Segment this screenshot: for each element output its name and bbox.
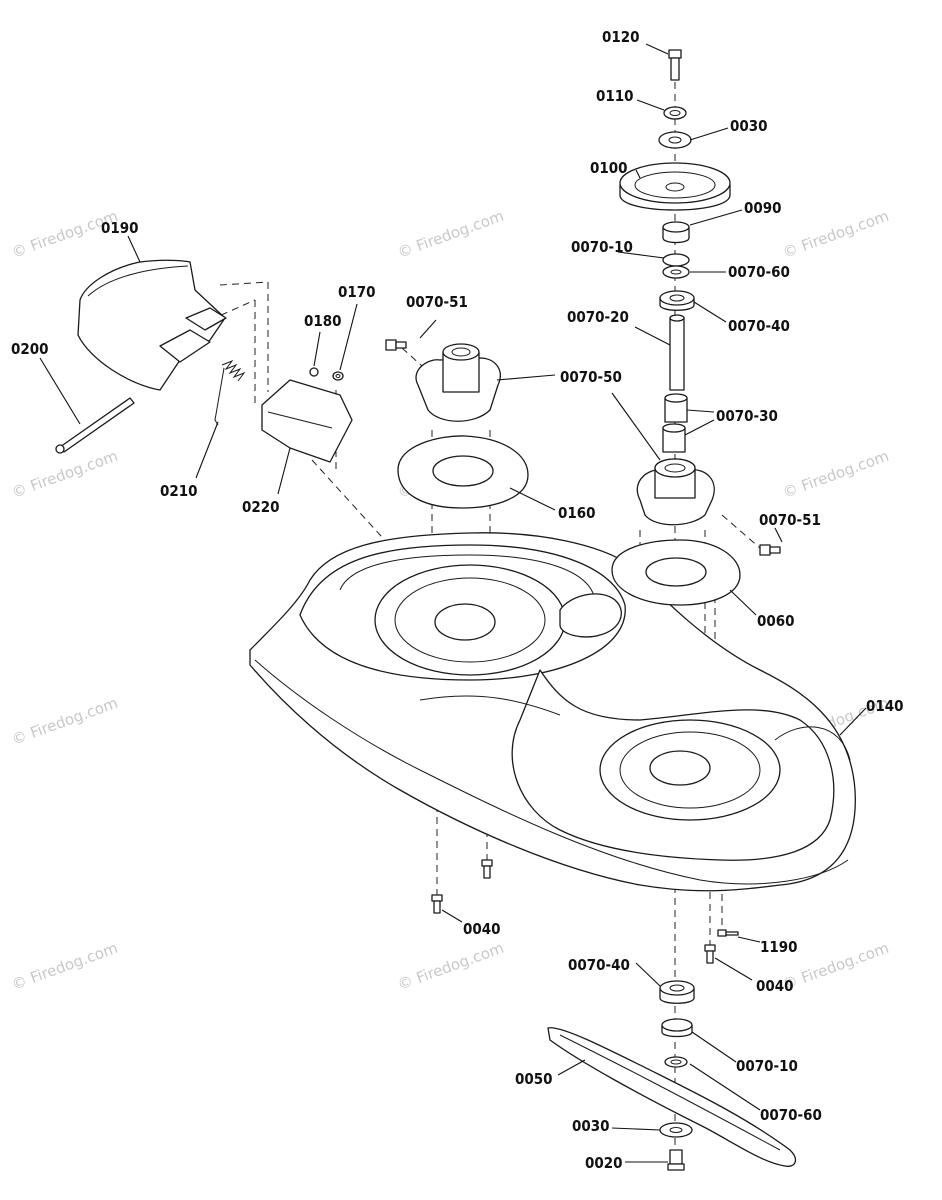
label-0120: 0120	[602, 28, 640, 46]
discharge-chute-0190	[77, 259, 227, 391]
label-0070-30: 0070-30	[716, 407, 778, 425]
washer-0110	[663, 106, 687, 120]
washer-0030-bottom	[659, 1122, 693, 1138]
rod-0200	[55, 397, 135, 454]
label-0070-10-bottom: 0070-10	[736, 1057, 798, 1075]
label-0160: 0160	[558, 504, 596, 522]
washer-0070-60-bottom	[664, 1056, 688, 1068]
ring-0180	[309, 367, 319, 377]
label-0070-10-top: 0070-10	[571, 238, 633, 256]
watermark: © Firedog.com	[780, 447, 891, 502]
deck-bolts	[431, 859, 739, 964]
spacer-0090	[662, 221, 690, 244]
label-0060: 0060	[757, 612, 795, 630]
label-0070-40-top: 0070-40	[728, 317, 790, 335]
spindle-housing-right	[636, 458, 715, 526]
label-0030-bottom: 0030	[572, 1117, 610, 1135]
label-0070-60-top: 0070-60	[728, 263, 790, 281]
part-labels: 0120 0110 0030 0100 0090 0070-10 0070-60…	[11, 28, 904, 1172]
screw-0070-51-left	[385, 339, 407, 351]
bolt-0020	[667, 1149, 685, 1171]
label-0070-50: 0070-50	[560, 368, 622, 386]
left-spindle	[385, 339, 781, 556]
seal-0070-10	[662, 253, 690, 267]
shaft-0070-20	[669, 314, 685, 391]
spindle-housing-left	[415, 343, 501, 422]
washer-0070-60	[662, 265, 690, 279]
label-0140: 0140	[866, 697, 904, 715]
label-0220: 0220	[242, 498, 280, 516]
lower-spindle-parts	[547, 980, 797, 1171]
bolt-0040-upper	[481, 859, 493, 879]
bearing-0070-40-top	[659, 290, 695, 311]
washer-0030-top	[658, 131, 692, 149]
label-0110: 0110	[596, 87, 634, 105]
label-1190: 1190	[760, 938, 798, 956]
seal-0070-10-bottom	[661, 1018, 693, 1038]
watermark: © Firedog.com	[9, 447, 120, 502]
watermark: © Firedog.com	[9, 694, 120, 749]
chute-assembly	[55, 259, 353, 463]
right-spindle-stack	[611, 49, 741, 606]
label-0070-40-bottom: 0070-40	[568, 956, 630, 974]
bolt-0040-left	[431, 894, 443, 914]
gasket-plate-0060	[611, 539, 741, 606]
watermark: © Firedog.com	[395, 939, 506, 994]
leader-lines	[39, 43, 867, 1163]
label-0070-51-left: 0070-51	[406, 293, 468, 311]
gasket-plate-0160	[397, 435, 529, 509]
watermark: © Firedog.com	[780, 207, 891, 262]
label-0190: 0190	[101, 219, 139, 237]
watermark: © Firedog.com	[395, 207, 506, 262]
label-0070-60-bottom: 0070-60	[760, 1106, 822, 1124]
blade-0050	[547, 1027, 797, 1167]
mower-deck-0140	[249, 532, 856, 892]
label-0030-top: 0030	[730, 117, 768, 135]
bolt-0040-right	[704, 944, 716, 964]
spring-0210	[214, 359, 246, 426]
bearing-0070-40-bottom	[659, 980, 695, 1004]
bracket-0220	[261, 379, 353, 463]
screw-1190	[717, 929, 739, 937]
pulley-0100	[619, 162, 731, 211]
label-0050: 0050	[515, 1070, 553, 1088]
label-0040-right: 0040	[756, 977, 794, 995]
screw-0070-51-right	[759, 544, 781, 556]
label-0200: 0200	[11, 340, 49, 358]
spacer-0070-30	[662, 393, 688, 453]
label-0210: 0210	[160, 482, 198, 500]
watermark: © Firedog.com	[9, 939, 120, 994]
label-0090: 0090	[744, 199, 782, 217]
label-0100: 0100	[590, 159, 628, 177]
bolt-0120	[668, 49, 682, 81]
label-0040-left: 0040	[463, 920, 501, 938]
label-0180: 0180	[304, 312, 342, 330]
label-0170: 0170	[338, 283, 376, 301]
label-0020: 0020	[585, 1154, 623, 1172]
nut-0170	[332, 371, 344, 381]
label-0070-51-right: 0070-51	[759, 511, 821, 529]
label-0070-20: 0070-20	[567, 308, 629, 326]
